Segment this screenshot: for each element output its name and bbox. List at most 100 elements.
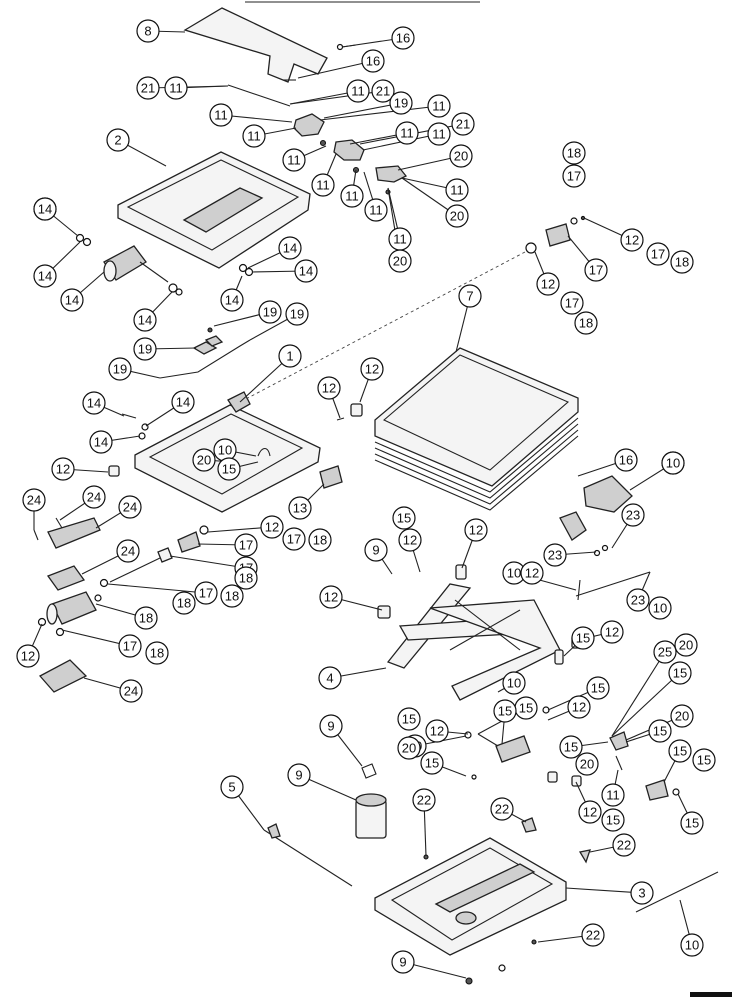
callout-balloon: 22: [412, 788, 436, 812]
callout-number: 18: [239, 571, 253, 586]
cover-plate: [183, 7, 328, 83]
callout-balloon: 15: [668, 661, 692, 685]
callout-circle: [670, 704, 694, 728]
callout-number: 25: [658, 645, 672, 660]
bushing: [336, 417, 345, 421]
callout-circle: [668, 739, 692, 763]
callout-circle: [614, 448, 638, 472]
callout-circle: [520, 561, 544, 585]
callout-number: 12: [605, 625, 619, 640]
callout-balloon: 18: [562, 141, 586, 165]
spring-clip: [257, 447, 271, 457]
callout-circle: [133, 337, 157, 361]
callout-balloon: 15: [668, 739, 692, 763]
callout-number: 19: [394, 96, 408, 111]
callout-balloon: 20: [575, 752, 599, 776]
callout-balloon: 11: [395, 121, 419, 145]
callout-balloon: 17: [560, 291, 584, 315]
callout-balloon: 20: [397, 736, 421, 760]
callout-number: 11: [432, 99, 446, 114]
washer: [672, 788, 680, 796]
bushing: [547, 771, 558, 783]
callout-number: 12: [572, 700, 586, 715]
callout-balloon: 11: [427, 122, 451, 146]
callout-circle: [82, 391, 106, 415]
washer: [99, 578, 109, 588]
callout-balloon: 24: [82, 485, 106, 509]
callout-number: 21: [456, 117, 470, 132]
bellows-fold: [374, 417, 579, 493]
callout-circle: [364, 198, 388, 222]
callout-circle: [391, 26, 415, 50]
bellows-rim: [382, 354, 570, 471]
callout-circle: [192, 448, 216, 472]
base-rail: [434, 863, 536, 913]
bolt: [121, 413, 137, 419]
callout-number: 18: [567, 146, 581, 161]
shaft: [139, 261, 169, 283]
callout-number: 10: [666, 456, 680, 471]
callout-balloon: 14: [89, 430, 113, 454]
callout-balloon: 20: [674, 633, 698, 657]
callout-circle: [562, 164, 586, 188]
callout-circle: [648, 596, 672, 620]
callout-balloon: 22: [612, 833, 636, 857]
callout-number: 11: [351, 84, 365, 99]
callout-number: 14: [138, 313, 152, 328]
callout-circle: [311, 173, 335, 197]
callout-circle: [260, 515, 284, 539]
roller-end: [46, 603, 58, 625]
callout-number: 15: [222, 462, 236, 477]
callout-number: 11: [400, 126, 414, 141]
callout-balloon: 17: [562, 164, 586, 188]
callout-balloon: 12: [398, 528, 422, 552]
coil-spring: [545, 223, 571, 247]
callout-number: 17: [287, 532, 301, 547]
callout-number: 23: [548, 548, 562, 563]
callout-circle: [560, 291, 584, 315]
callout-circle: [136, 76, 160, 100]
callout-circle: [318, 666, 342, 690]
link-arm: [611, 679, 673, 737]
callout-number: 9: [295, 768, 302, 783]
callout-number: 11: [316, 178, 330, 193]
callout-balloon: 12: [520, 561, 544, 585]
adjuster-handle: [559, 511, 587, 541]
callout-balloon: 14: [133, 308, 157, 332]
callout-number: 17: [589, 263, 603, 278]
callout-number: 18: [313, 533, 327, 548]
callout-circle: [288, 496, 312, 520]
callout-number: 14: [225, 293, 239, 308]
callout-balloon: 17: [194, 581, 218, 605]
callout-number: 3: [638, 886, 645, 901]
callout-balloon: 18: [670, 250, 694, 274]
callout-number: 24: [124, 684, 138, 699]
callout-balloon: 15: [559, 735, 583, 759]
callout-balloon: 11: [364, 198, 388, 222]
callout-circle: [119, 679, 143, 703]
callout-number: 9: [327, 719, 334, 734]
callout-balloon: 22: [581, 923, 605, 947]
roller: [51, 591, 97, 625]
callout-balloon: 11: [340, 184, 364, 208]
callout-balloon: 24: [118, 495, 142, 519]
callout-balloon: 23: [543, 543, 567, 567]
base-hole: [455, 911, 477, 925]
callout-balloon: 7: [458, 284, 482, 308]
callout-number: 17: [199, 586, 213, 601]
callout-number: 14: [38, 202, 52, 217]
callout-circle: [427, 94, 451, 118]
callout-number: 24: [121, 544, 135, 559]
callout-circle: [136, 19, 160, 43]
callout-circle: [294, 259, 318, 283]
callout-number: 15: [576, 631, 590, 646]
slide-rod: [263, 829, 353, 887]
callout-balloon: 10: [213, 438, 237, 462]
callout-number: 15: [519, 701, 533, 716]
callout-balloon: 23: [626, 588, 650, 612]
callout-circle: [116, 539, 140, 563]
callout-circle: [278, 344, 302, 368]
callout-circle: [258, 300, 282, 324]
